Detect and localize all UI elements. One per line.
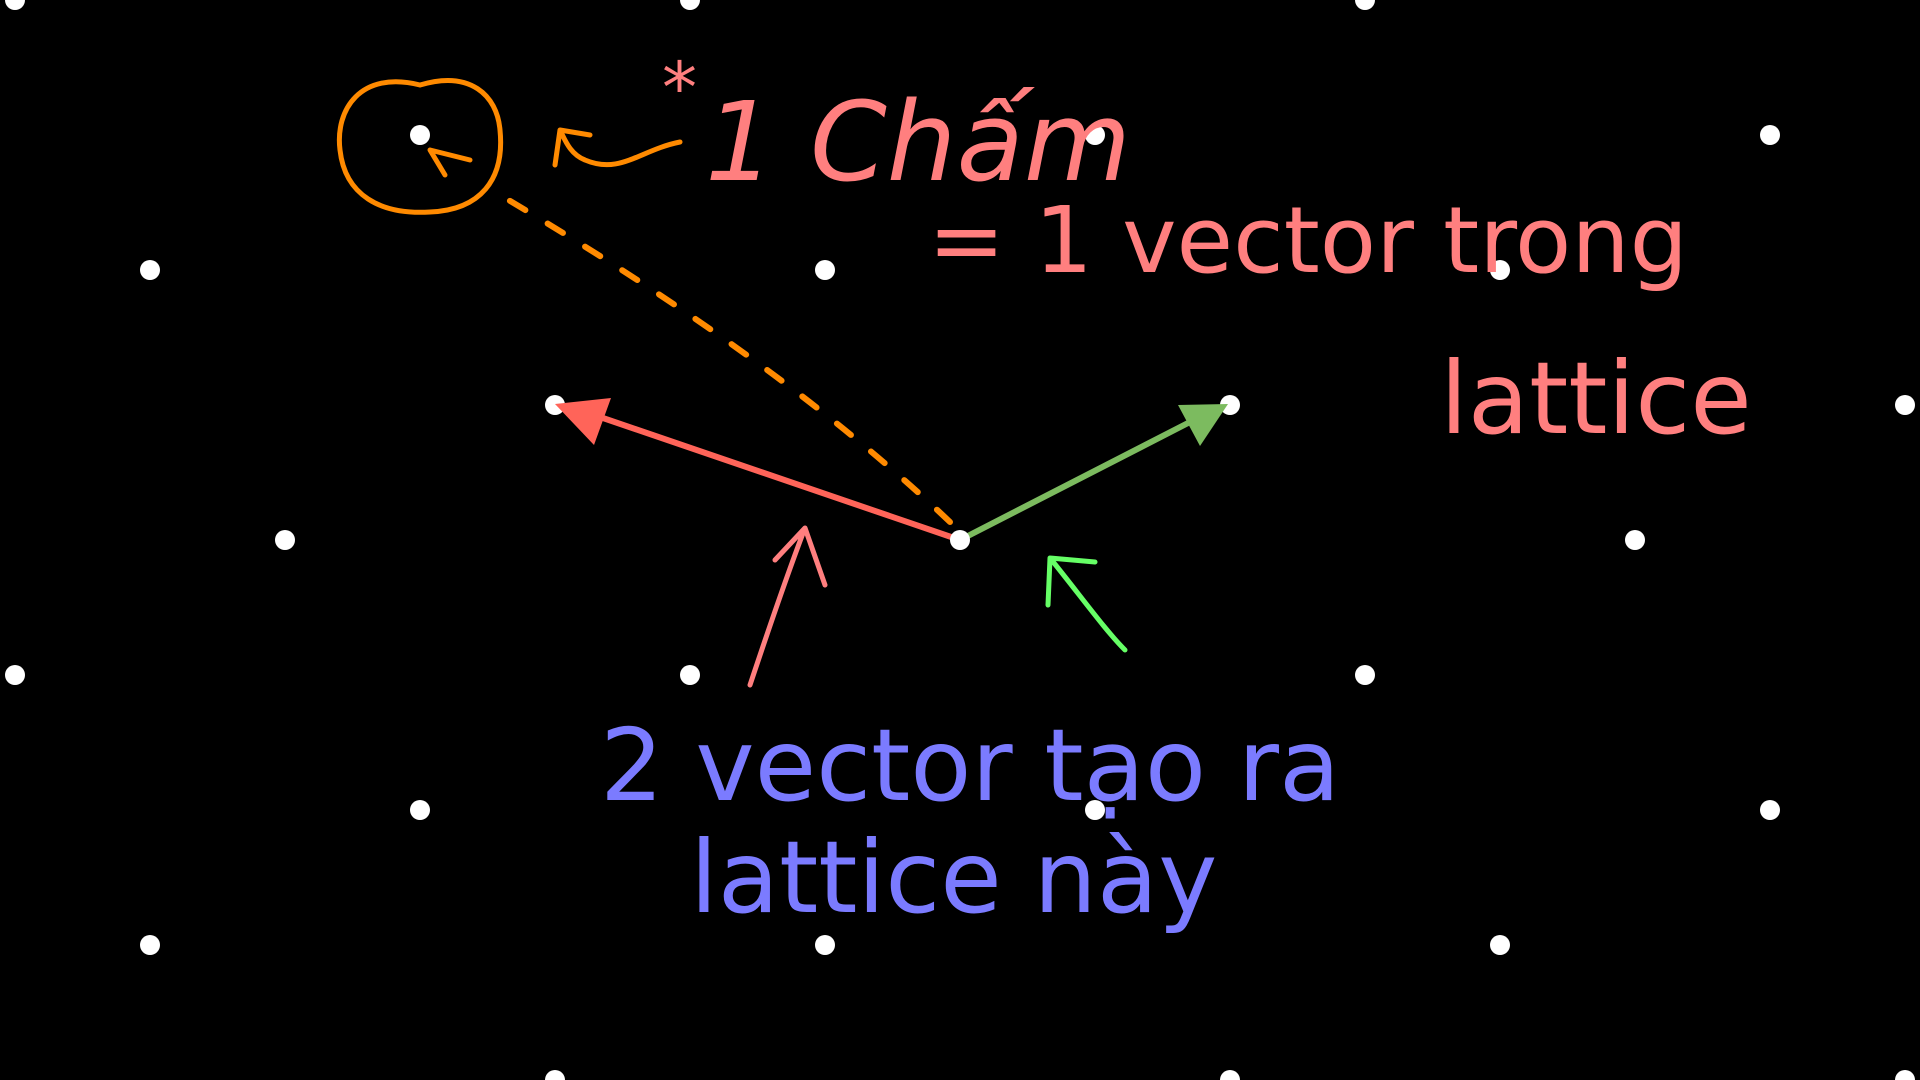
lattice-point — [1355, 665, 1375, 685]
basis-vector-red — [555, 398, 963, 543]
star-mark: * — [662, 47, 697, 129]
lattice-point — [680, 665, 700, 685]
lattice-points — [5, 0, 1915, 1080]
lattice-point — [1760, 800, 1780, 820]
lattice-point — [1355, 0, 1375, 10]
orange-circle — [336, 78, 504, 215]
lattice-point — [1085, 125, 1105, 145]
lattice-point — [140, 935, 160, 955]
lattice-point — [5, 0, 25, 10]
lattice-point — [1895, 1070, 1915, 1080]
origin-point — [950, 530, 970, 550]
dot-note-line1: 1 Chấm — [705, 78, 1131, 206]
orange-inner-arrow — [427, 147, 473, 178]
basis-vector-green — [957, 404, 1228, 543]
lattice-point — [680, 0, 700, 10]
lattice-point — [815, 935, 835, 955]
dot-note-line3: lattice — [1440, 340, 1752, 457]
lattice-point — [545, 1070, 565, 1080]
lattice-point — [1490, 935, 1510, 955]
lattice-point — [410, 125, 430, 145]
lattice-point — [815, 260, 835, 280]
lattice-point — [1220, 395, 1240, 415]
lattice-point — [1895, 395, 1915, 415]
lattice-point — [140, 260, 160, 280]
lattice-point — [410, 800, 430, 820]
lattice-point — [1220, 1070, 1240, 1080]
orange-pointer-arrow — [552, 127, 683, 168]
dot-note-line2: = 1 vector trong — [928, 187, 1688, 294]
pink-pointer-arrow — [747, 525, 828, 688]
green-pointer-arrow — [1045, 555, 1128, 653]
lattice-point — [1490, 260, 1510, 280]
lattice-point — [1760, 125, 1780, 145]
lattice-point — [275, 530, 295, 550]
basis-note-line1: 2 vector tạo ra — [600, 707, 1340, 824]
lattice-point — [545, 395, 565, 415]
lattice-point — [5, 665, 25, 685]
lattice-point — [1625, 530, 1645, 550]
lattice-point — [1085, 800, 1105, 820]
basis-note-line2: lattice này — [690, 819, 1217, 936]
